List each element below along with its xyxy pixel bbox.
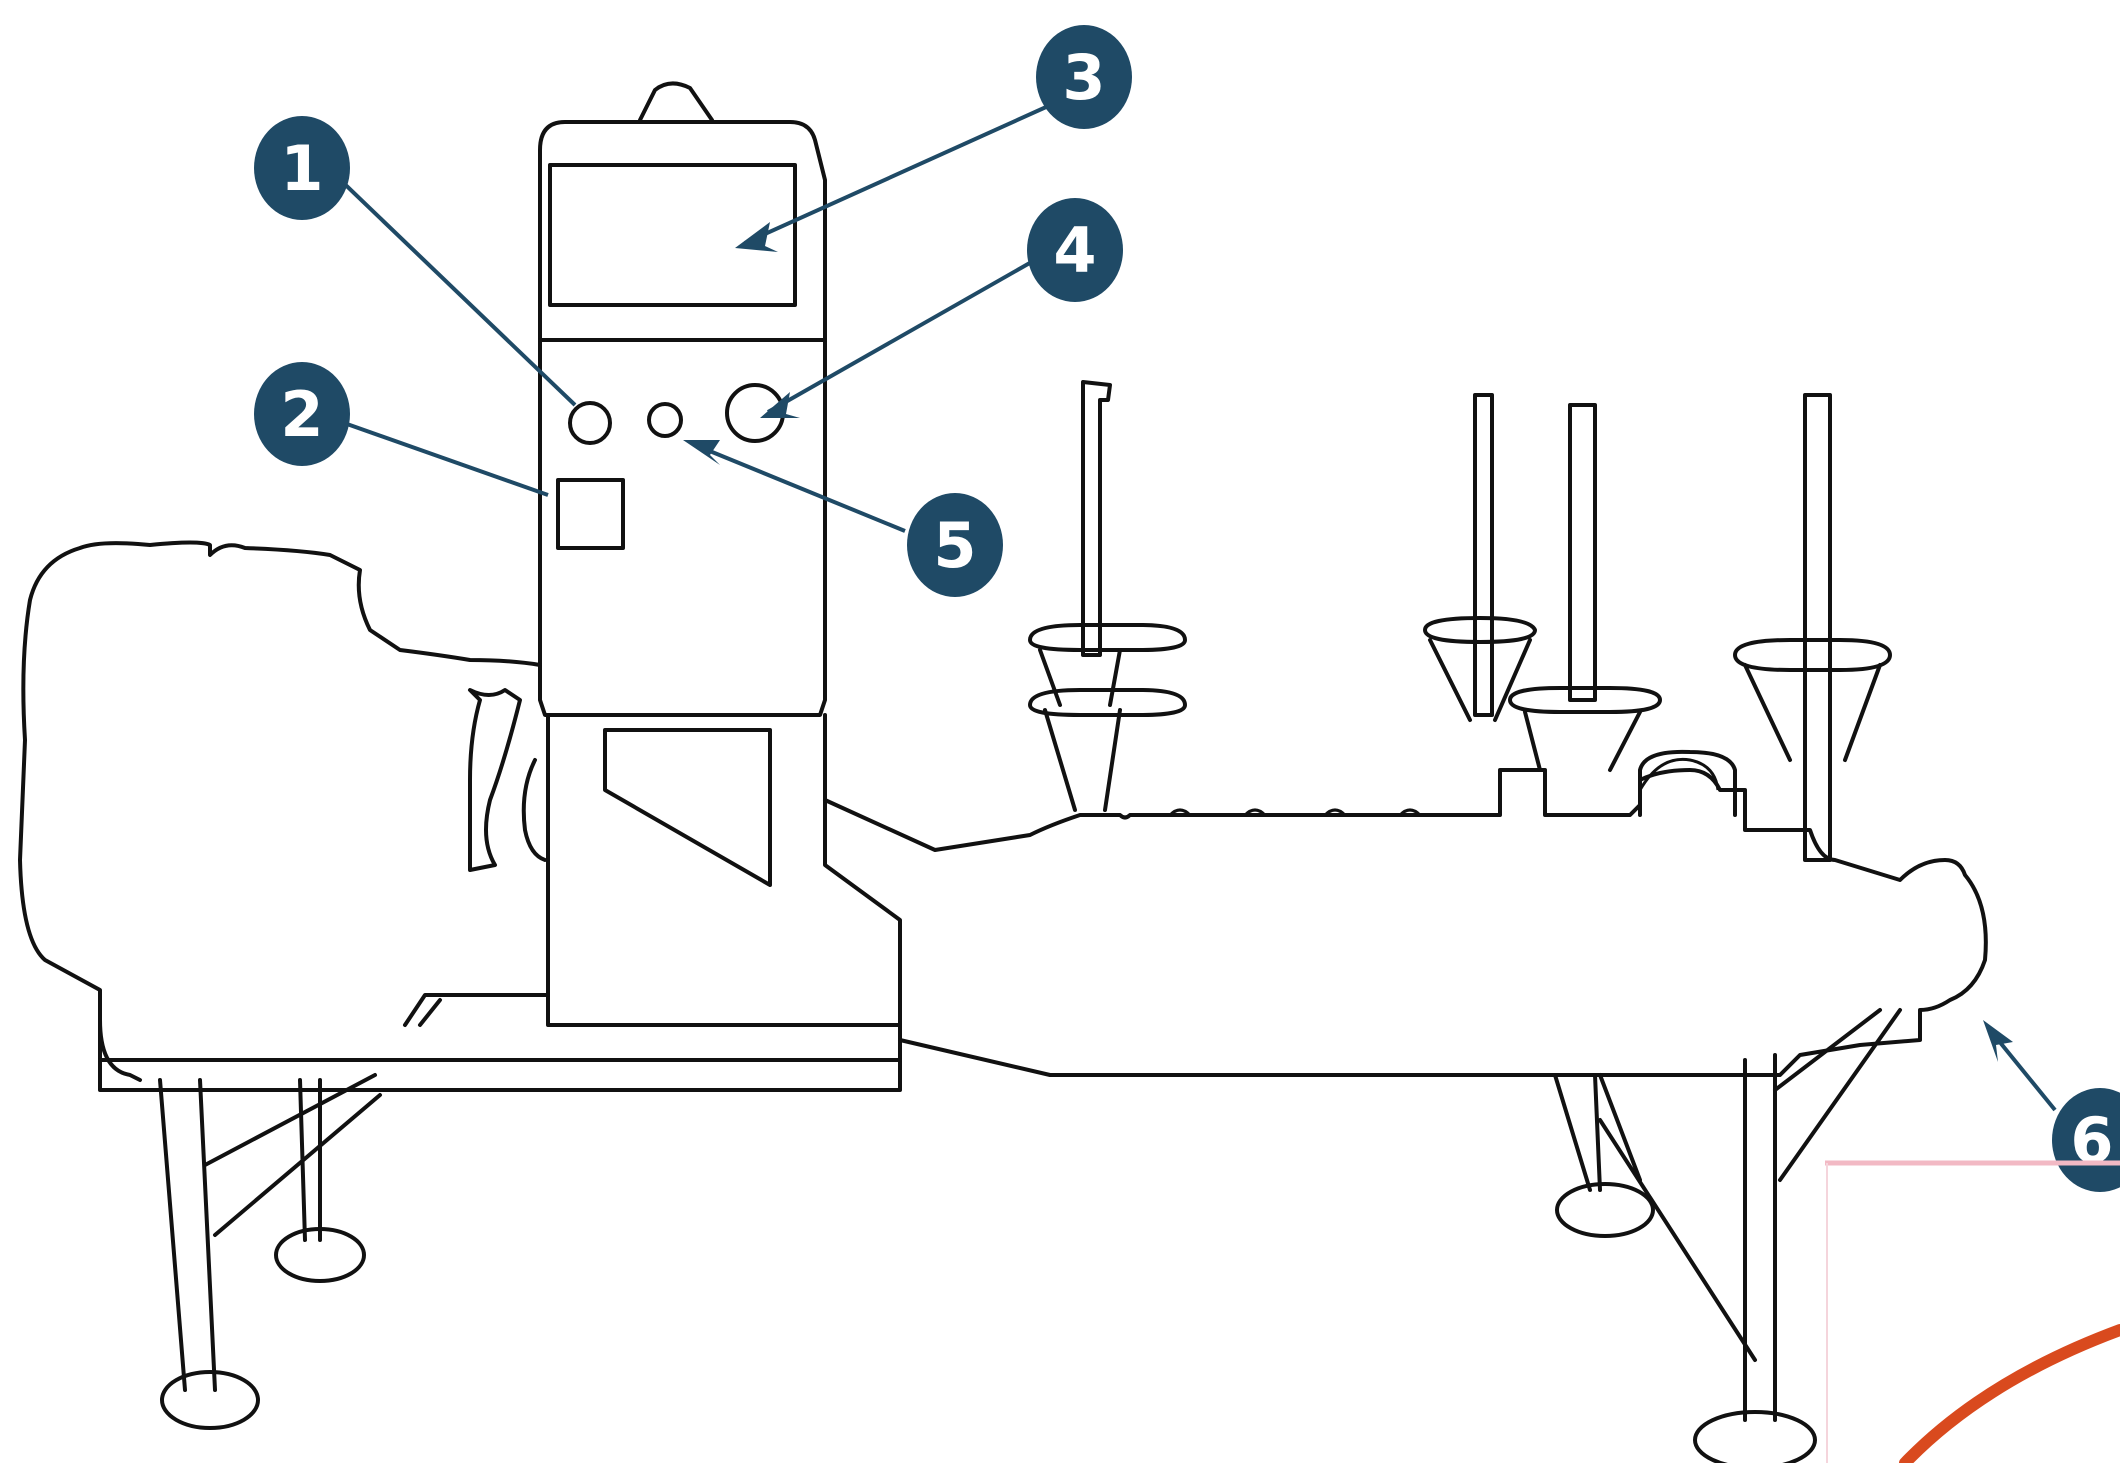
callout-6: 6 (2052, 1088, 2120, 1192)
callout-5-label: 5 (933, 509, 976, 582)
display-screen (548, 163, 797, 307)
callout-4: 4 (1027, 198, 1123, 302)
callout-1: 1 (254, 116, 350, 220)
leader-4 (767, 258, 1036, 414)
callout-2-label: 2 (280, 378, 323, 451)
decorative-accent (1825, 1160, 2120, 1463)
callout-4-label: 4 (1053, 214, 1096, 287)
leader-5 (694, 443, 906, 533)
main-body (98, 757, 1988, 1092)
leader-lines (328, 101, 2057, 1112)
foot-pad (160, 1370, 260, 1430)
square-panel-2 (556, 478, 625, 550)
masts (1028, 380, 1892, 862)
callout-3-label: 3 (1062, 41, 1105, 114)
leader-1 (328, 168, 577, 407)
leader-3 (744, 101, 1056, 245)
callout-6-label: 6 (2070, 1104, 2113, 1177)
leader-2 (329, 416, 549, 497)
orange-swoosh (1899, 1324, 2120, 1463)
landing-legs (158, 1008, 1902, 1463)
button-1 (568, 401, 612, 445)
control-tower (403, 81, 902, 1027)
callout-2: 2 (254, 362, 350, 466)
button-5 (647, 402, 683, 438)
left-tank (18, 540, 547, 1082)
callout-1-label: 1 (280, 132, 323, 205)
callout-5: 5 (907, 493, 1003, 597)
callout-3: 3 (1036, 25, 1132, 129)
